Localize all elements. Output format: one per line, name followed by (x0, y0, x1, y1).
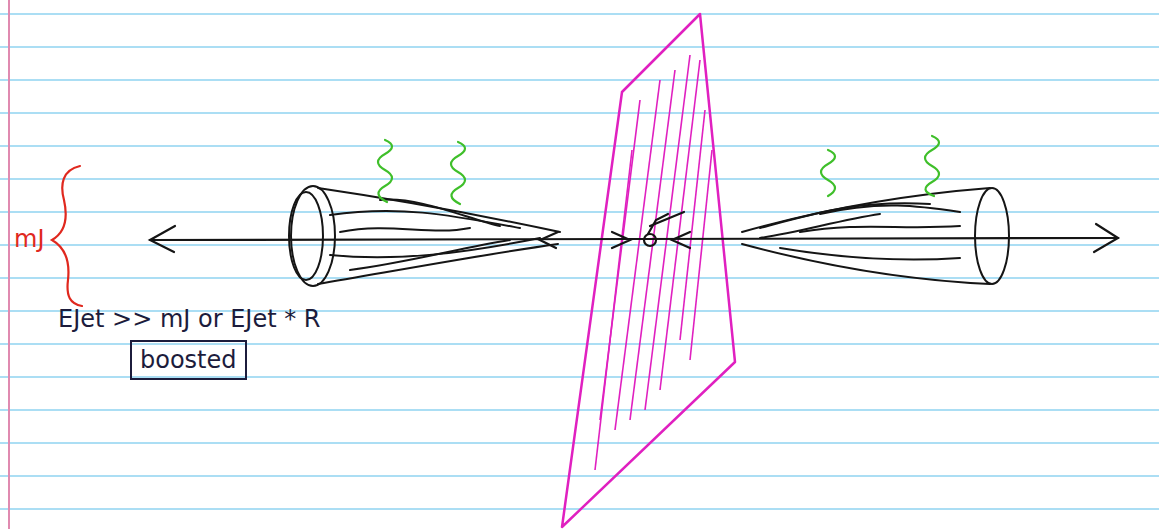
jet-axis (150, 212, 1118, 252)
node-text: boosted (140, 346, 237, 374)
boost-condition-note: EJet >> mJ or EJet * R (58, 306, 321, 332)
mass-brace (52, 166, 82, 306)
boxed-note: boosted (130, 340, 247, 380)
left-jet (289, 186, 560, 286)
right-jet (742, 188, 1009, 284)
jet-mass-label: mJ (14, 226, 44, 252)
soft-radiation (378, 136, 939, 204)
separating-plane (562, 14, 735, 527)
